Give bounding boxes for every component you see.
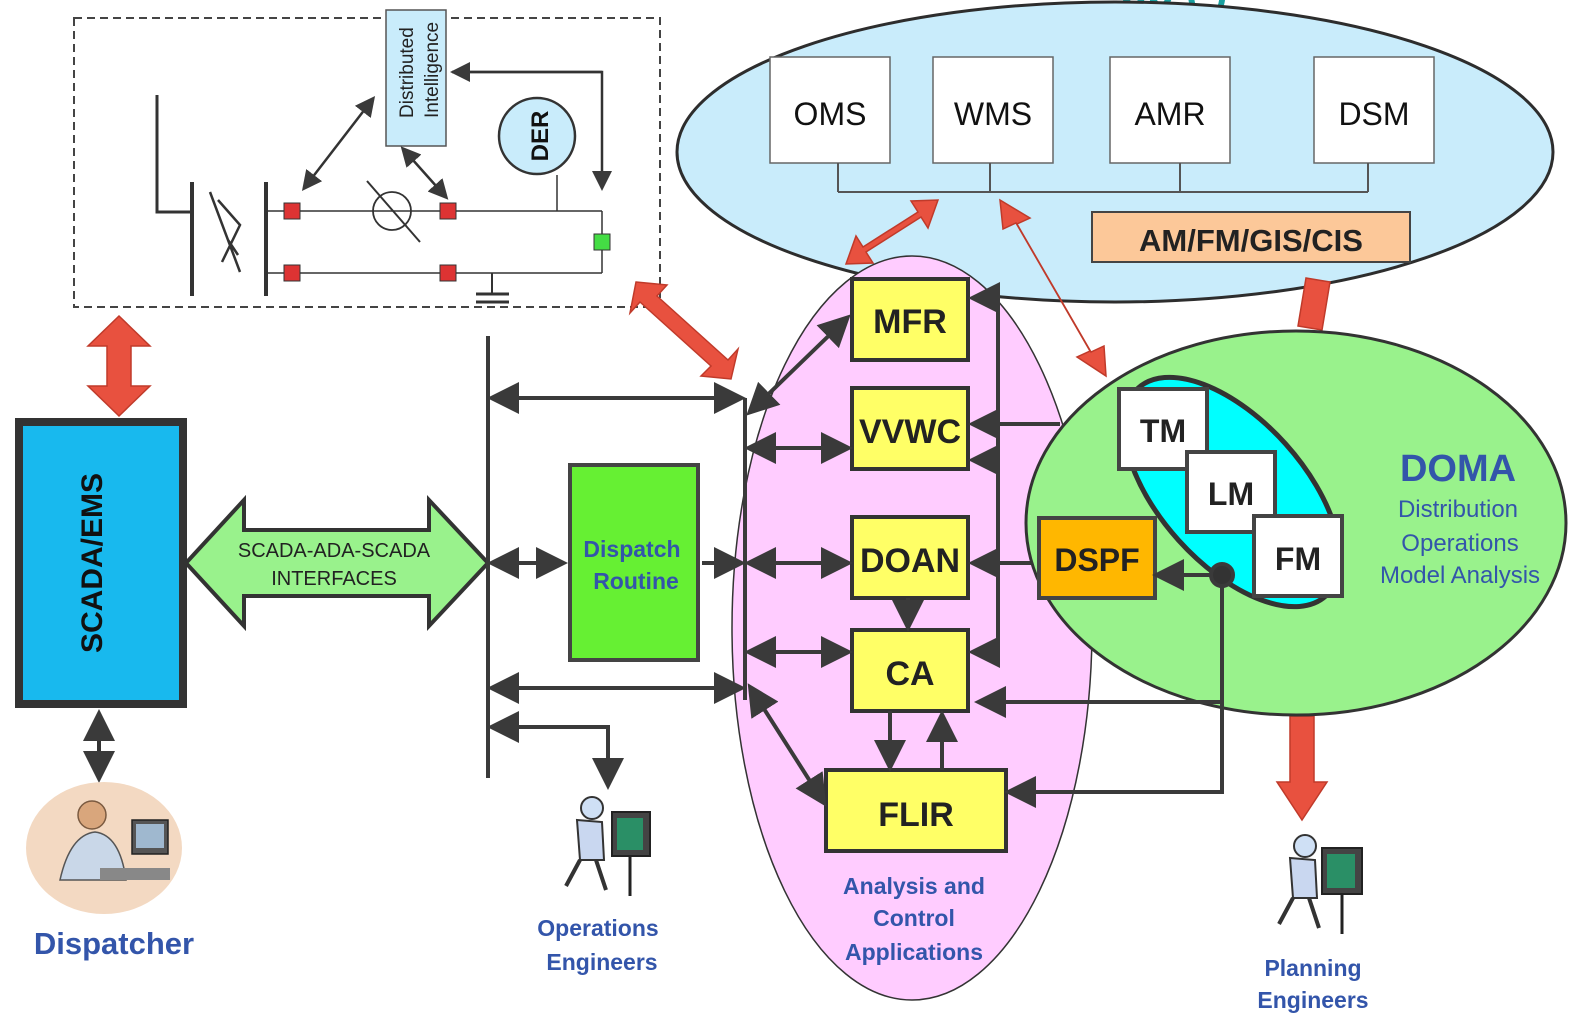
dispatcher-figure: Dispatcher — [26, 709, 194, 961]
analysis-label-flir: FLIR — [878, 796, 954, 834]
doma-label-fm: FM — [1275, 541, 1321, 577]
analysis-box-vvwc: VVWC — [850, 386, 970, 471]
app-box-wms: WMS — [932, 56, 1054, 164]
analysis-label-doan: DOAN — [860, 542, 960, 580]
gis-box: AM/FM/GIS/CIS — [1091, 211, 1411, 263]
doma-subtitle-3: Model Analysis — [1380, 562, 1540, 589]
dispatch-label-2: Routine — [593, 568, 679, 594]
scada-ems-box: SCADA/EMS — [15, 418, 187, 708]
red-arrow-doma-planning — [1275, 715, 1329, 822]
interface-label-2: INTERFACES — [271, 568, 397, 590]
field-comm-arrows — [301, 62, 612, 200]
analysis-caption-2: Control — [873, 905, 955, 931]
app-bus-lines — [837, 163, 1369, 193]
dispatch-label-1: Dispatch — [583, 536, 680, 562]
distributed-intelligence-label-1: Distributed — [397, 27, 418, 118]
distributed-intelligence-box: Distributed Intelligence — [385, 9, 447, 147]
field-devices — [283, 202, 611, 282]
one-line-schematic — [155, 95, 603, 304]
doma-label-lm: LM — [1208, 476, 1254, 512]
red-arrow-apps-doma — [999, 198, 1107, 378]
dispatch-routine-box: Dispatch Routine — [568, 463, 700, 662]
doma-box-lm: LM — [1185, 450, 1277, 534]
app-box-amr: AMR — [1109, 56, 1231, 164]
doma-box-tm: TM — [1117, 387, 1209, 471]
doma-label-tm: TM — [1140, 413, 1186, 449]
doma-connectors — [974, 559, 1235, 808]
analysis-caption-3: Applications — [845, 939, 983, 965]
planning-label-2: Engineers — [1257, 987, 1368, 1013]
analysis-box-flir: FLIR — [824, 768, 1008, 853]
red-block-arrows — [86, 198, 1331, 822]
operations-label-1: Operations — [537, 915, 658, 941]
distributed-intelligence-label-2: Intelligence — [422, 22, 443, 118]
operations-label-2: Engineers — [546, 949, 657, 975]
red-arrow-field-scada — [86, 314, 152, 418]
der-circle: DER — [497, 96, 577, 176]
analysis-label-ca: CA — [885, 655, 934, 693]
dspf-box: DSPF — [1037, 516, 1157, 600]
doma-subtitle-2: Operations — [1401, 530, 1518, 557]
doma-box-fm: FM — [1252, 514, 1344, 598]
field-equipment-area — [73, 17, 661, 308]
app-box-dsm: DSM — [1313, 56, 1435, 164]
red-arrow-field-analysis — [628, 281, 740, 380]
red-arrow-gis-doma — [1297, 277, 1331, 331]
app-label-dsm: DSM — [1338, 96, 1409, 132]
scada-ems-label: SCADA/EMS — [76, 473, 109, 653]
doma-title: DOMA — [1400, 448, 1516, 490]
operations-engineer-figure: Operations Engineers — [537, 796, 659, 975]
planning-label-1: Planning — [1264, 955, 1361, 981]
app-label-oms: OMS — [794, 96, 867, 132]
planning-engineer-figure: Planning Engineers — [1257, 834, 1369, 1013]
app-label-wms: WMS — [954, 96, 1032, 132]
interface-label-1: SCADA-ADA-SCADA — [238, 540, 431, 562]
analysis-right-connectors — [874, 282, 1060, 772]
scada-ada-interface-arrow: SCADA-ADA-SCADA INTERFACES — [183, 494, 491, 632]
der-label: DER — [527, 111, 554, 162]
app-label-amr: AMR — [1134, 96, 1205, 132]
doma-subtitle-1: Distribution — [1398, 496, 1518, 523]
analysis-box-doan: DOAN — [850, 515, 970, 600]
dspf-label: DSPF — [1054, 542, 1139, 578]
dispatcher-label: Dispatcher — [34, 926, 194, 961]
red-arrow-apps-analysis — [844, 199, 940, 265]
doma-title-group: DOMA Distribution Operations Model Analy… — [1380, 448, 1540, 589]
analysis-box-ca: CA — [850, 628, 970, 713]
analysis-caption: Analysis and Control Applications — [843, 873, 985, 965]
analysis-left-connectors — [744, 314, 853, 807]
analysis-box-mfr: MFR — [850, 277, 970, 362]
app-box-oms: OMS — [769, 56, 891, 164]
analysis-caption-1: Analysis and — [843, 873, 985, 899]
analysis-label-vvwc: VVWC — [859, 413, 961, 451]
analysis-label-mfr: MFR — [873, 303, 947, 341]
gis-label: AM/FM/GIS/CIS — [1139, 223, 1363, 258]
